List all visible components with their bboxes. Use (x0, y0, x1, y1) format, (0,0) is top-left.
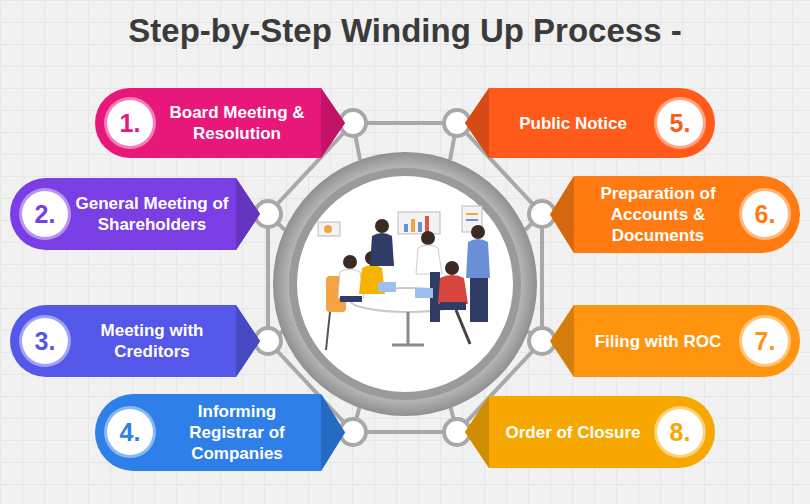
frame-line (268, 123, 542, 432)
banner-tip (236, 178, 260, 250)
step-banner: 8. Order of Closure (465, 396, 715, 468)
step-number: 3. (35, 327, 56, 356)
step-number: 7. (755, 327, 776, 356)
banner-tip (550, 305, 574, 377)
hub-ring-inner (289, 168, 521, 400)
banner-fill (10, 305, 260, 377)
banner-fill (95, 88, 345, 158)
step-banner: 2. General Meeting of Shareholders (10, 178, 260, 250)
step-label: Public Notice (519, 113, 627, 134)
label-area: Board Meeting & Resolution (159, 88, 315, 158)
banner-fill (465, 396, 715, 468)
step-banner: 7. Filing with ROC (550, 305, 800, 377)
diagram-title: Step-by-Step Winding Up Process - (0, 12, 810, 50)
step-banner: 5. Public Notice (465, 88, 715, 158)
label-area: Meeting with Creditors (74, 305, 230, 377)
number-badge: 2. (22, 191, 68, 237)
banner-tip (236, 305, 260, 377)
step-number: 5. (670, 109, 691, 138)
banner-tip (321, 88, 345, 158)
meeting-illustration (318, 206, 490, 350)
number-badge: 5. (657, 100, 703, 146)
label-area: Filing with ROC (580, 305, 736, 377)
label-area: Order of Closure (495, 396, 651, 468)
step-label: Board Meeting & Resolution (159, 102, 315, 144)
step-banner: 1. Board Meeting & Resolution (95, 88, 345, 158)
hub-ring (273, 152, 537, 416)
step-label: Meeting with Creditors (74, 320, 230, 362)
number-badge: 1. (107, 100, 153, 146)
banner-tip (321, 394, 345, 471)
number-badge: 7. (742, 318, 788, 364)
step-number: 1. (120, 109, 141, 138)
banner-fill (10, 178, 260, 250)
step-label: Order of Closure (505, 422, 640, 443)
label-area: General Meeting of Shareholders (74, 178, 230, 250)
step-label: Filing with ROC (595, 331, 722, 352)
banner-tip (465, 396, 489, 468)
number-badge: 3. (22, 318, 68, 364)
hub-disc (297, 176, 513, 392)
label-area: Informing Registrar of Companies (159, 394, 315, 471)
step-label: General Meeting of Shareholders (74, 193, 230, 235)
label-area: Public Notice (495, 88, 651, 158)
banner-fill (550, 176, 800, 253)
step-label: Informing Registrar of Companies (159, 401, 315, 464)
banner-fill (95, 394, 345, 471)
hub-lines (268, 123, 542, 432)
number-badge: 8. (657, 409, 703, 455)
step-number: 2. (35, 200, 56, 229)
step-number: 4. (120, 418, 141, 447)
step-banner: 3. Meeting with Creditors (10, 305, 260, 377)
number-badge: 6. (742, 191, 788, 237)
number-badge: 4. (107, 409, 153, 455)
step-number: 8. (670, 418, 691, 447)
banner-tip (465, 88, 489, 158)
step-banner: 6. Preparation of Accounts & Documents (550, 176, 800, 253)
step-number: 6. (755, 200, 776, 229)
banner-fill (550, 305, 800, 377)
label-area: Preparation of Accounts & Documents (580, 176, 736, 253)
step-label: Preparation of Accounts & Documents (580, 183, 736, 246)
step-banner: 4. Informing Registrar of Companies (95, 394, 345, 471)
banner-fill (465, 88, 715, 158)
banner-tip (550, 176, 574, 253)
